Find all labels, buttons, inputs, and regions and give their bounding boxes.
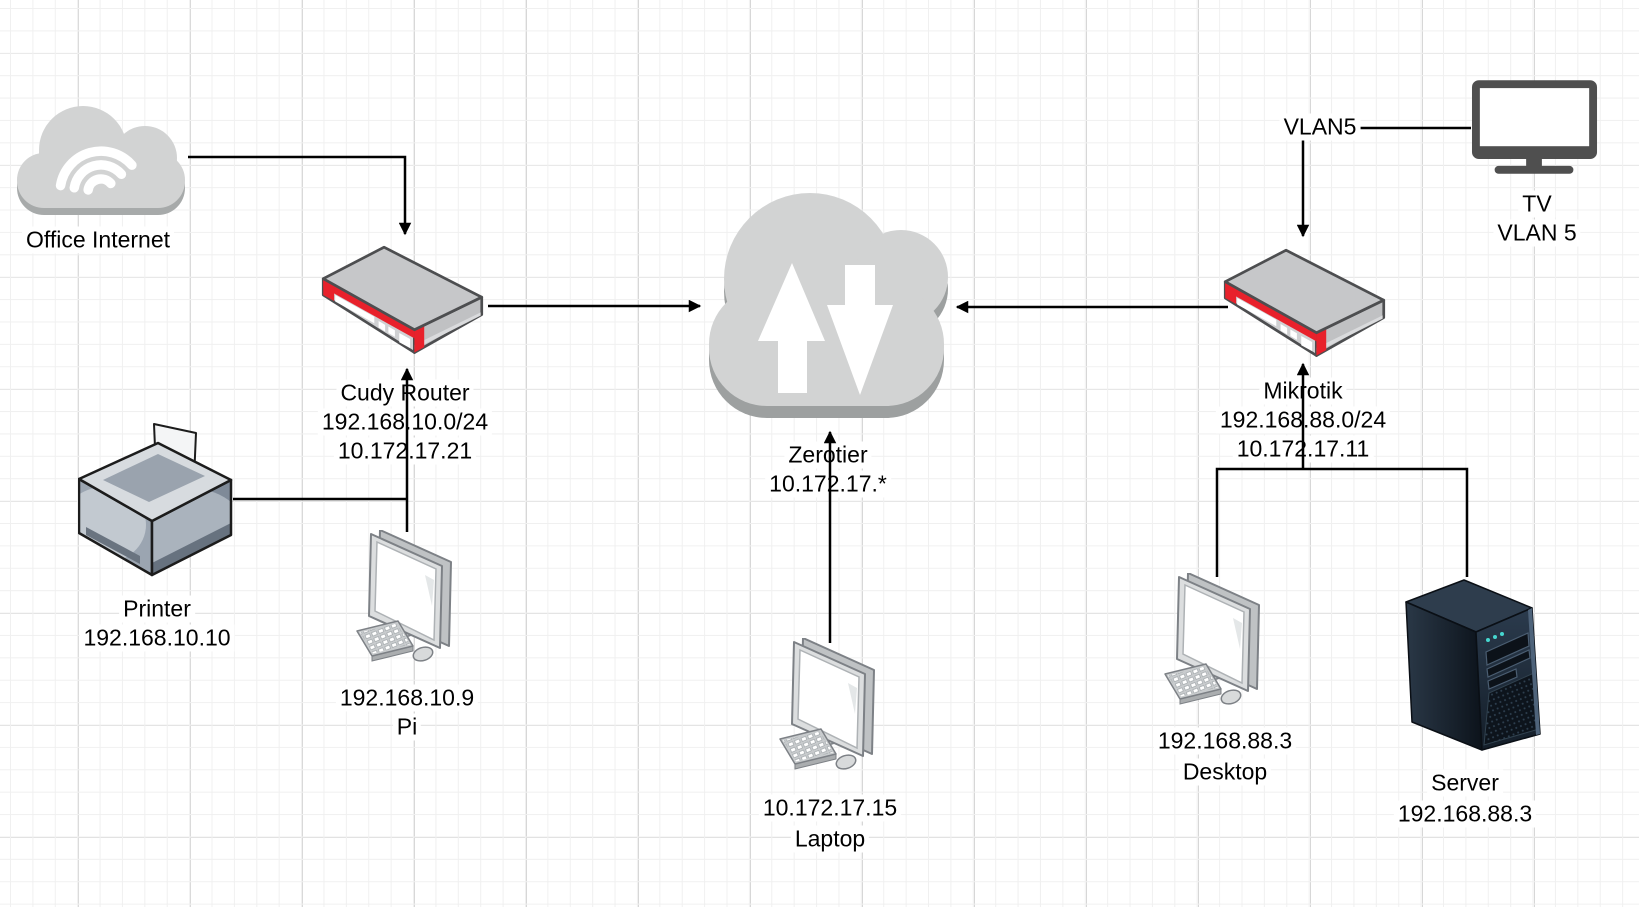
- node-printer[interactable]: [78, 423, 233, 578]
- label-tv-vlan: VLAN 5: [1493, 219, 1581, 247]
- cloud-updown-icon: [709, 193, 948, 418]
- label-printer-ip: 192.168.10.10: [79, 624, 235, 652]
- label-cudy-name: Cudy Router: [336, 379, 474, 407]
- label-server-name: Server: [1427, 769, 1503, 797]
- label-desktop-ip: 192.168.88.3: [1153, 727, 1297, 755]
- label-laptop-ip: 10.172.17.15: [758, 794, 902, 822]
- node-pi[interactable]: [352, 530, 464, 672]
- computer-icon: [352, 530, 464, 672]
- node-desktop[interactable]: [1160, 573, 1272, 715]
- router-icon: [320, 245, 485, 358]
- label-printer-name: Printer: [119, 595, 195, 623]
- edge-desktop-server-bracket[interactable]: [1215, 467, 1469, 577]
- server-icon: [1398, 574, 1546, 752]
- wifi-icon: [55, 146, 137, 195]
- router-icon: [1222, 248, 1387, 361]
- node-zerotier[interactable]: [705, 191, 948, 423]
- upload-arrow-icon: [758, 263, 825, 393]
- label-edge-vlan5[interactable]: VLAN5: [1279, 113, 1361, 141]
- tv-icon: [1471, 79, 1599, 175]
- download-arrow-icon: [827, 265, 893, 395]
- label-laptop-name: Laptop: [790, 825, 870, 853]
- label-internet: Office Internet: [21, 226, 175, 254]
- label-zerotier-name: Zerotier: [784, 441, 872, 469]
- cloud-wifi-icon: [17, 106, 185, 215]
- computer-icon: [1160, 573, 1272, 715]
- label-cudy-subnet: 192.168.10.0/24: [317, 408, 493, 436]
- node-office-internet[interactable]: [15, 98, 187, 222]
- node-server[interactable]: [1398, 574, 1546, 752]
- label-zerotier-network: 10.172.17.*: [765, 470, 891, 498]
- label-pi-ip: 192.168.10.9: [335, 684, 479, 712]
- label-tv-name: TV: [1518, 190, 1556, 218]
- computer-icon: [775, 638, 887, 780]
- node-laptop[interactable]: [775, 638, 887, 780]
- edge-internet-to-cudy[interactable]: [188, 155, 412, 236]
- label-cudy-zerotier-ip: 10.172.17.21: [333, 437, 477, 465]
- label-pi-name: Pi: [392, 713, 422, 741]
- node-cudy-router[interactable]: [320, 245, 485, 358]
- edge-tv-to-mikrotik[interactable]: [1296, 126, 1471, 238]
- node-mikrotik-router[interactable]: [1222, 248, 1387, 361]
- node-tv[interactable]: [1471, 79, 1599, 175]
- label-desktop-name: Desktop: [1178, 758, 1272, 786]
- label-server-ip: 192.168.88.3: [1393, 800, 1537, 828]
- printer-icon: [78, 423, 233, 578]
